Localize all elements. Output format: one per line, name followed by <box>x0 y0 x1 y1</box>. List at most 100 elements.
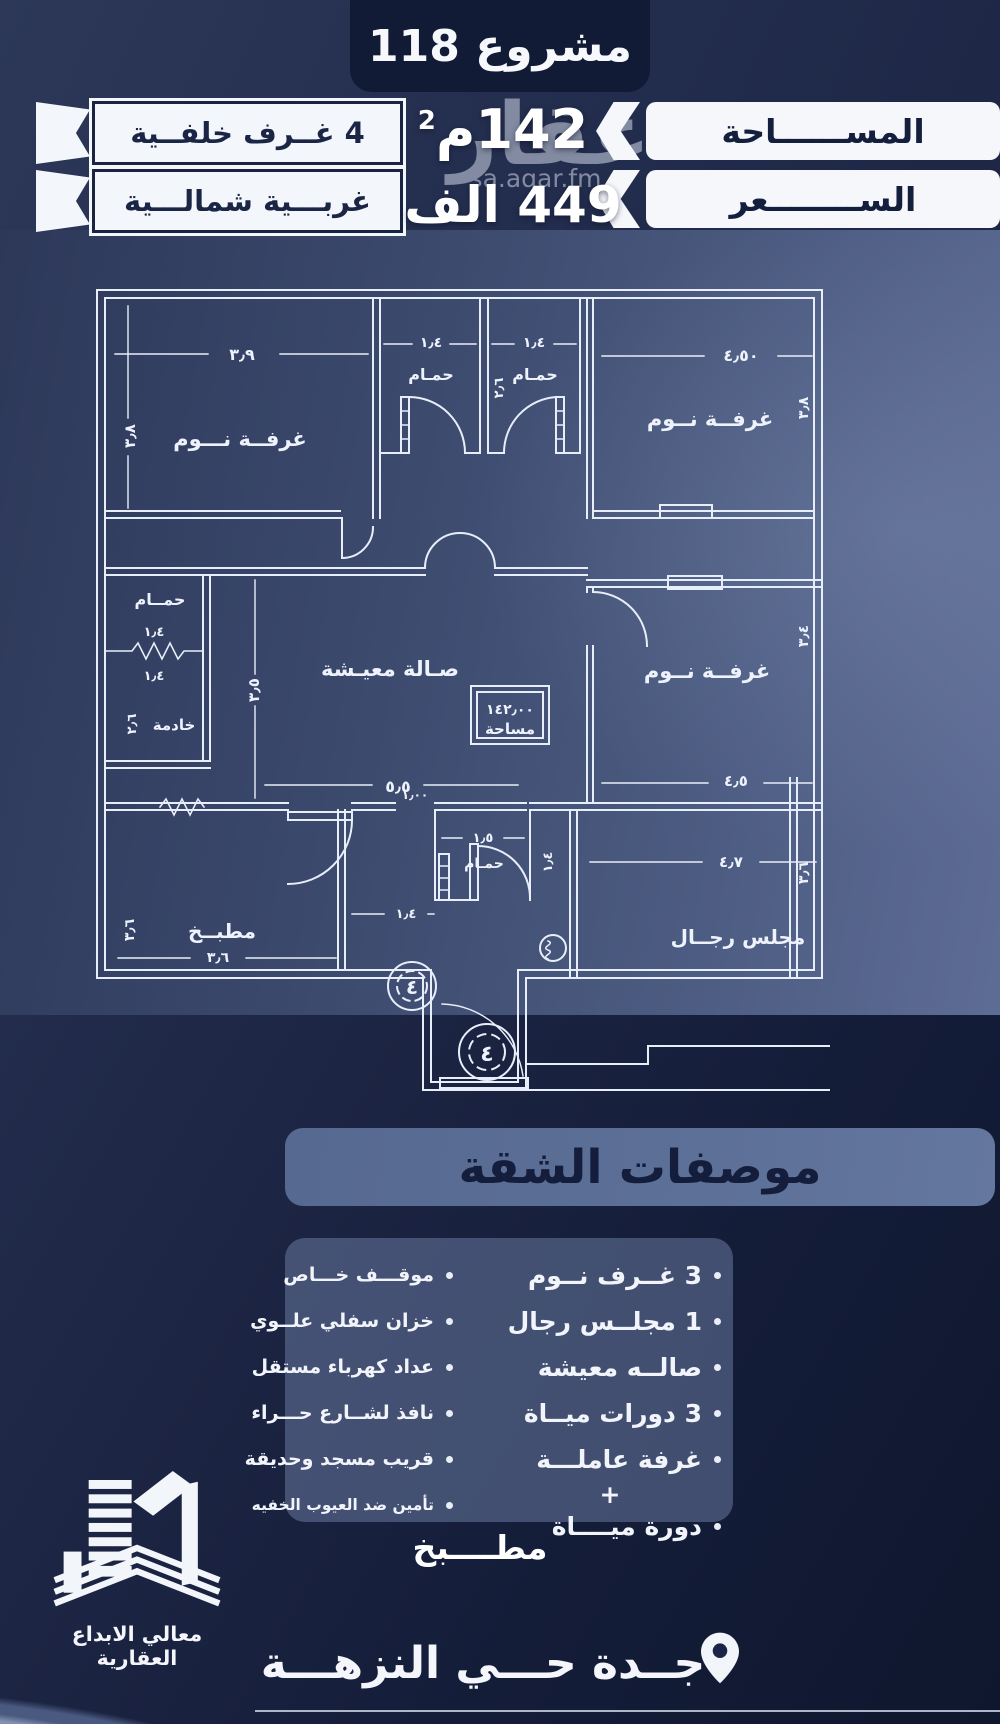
dim-living-height: ٣٫٥ <box>245 678 263 702</box>
room-label-bath-mid-left: حمــام <box>135 590 186 609</box>
room-label-bedroom-top-left: غرفــة نـــوم <box>173 427 307 451</box>
spec-item-label: صالــه معيشة <box>537 1352 702 1382</box>
spec-item: 3 دورات ميــاة <box>499 1390 721 1436</box>
outer-wall-inner <box>104 297 815 1083</box>
room-label-living: صـالة معيـشة <box>321 657 459 681</box>
watermark-site: sa.aqar.fm <box>469 164 602 193</box>
price-unit: الف <box>404 176 500 234</box>
price-value: 449 الف <box>398 176 628 234</box>
dim-bath2-width: ١٫٤ <box>523 335 545 351</box>
dim-bath-lower-height: ١٫٤ <box>541 852 556 873</box>
dim-bath-lower-width: ١٫٥ <box>473 831 494 846</box>
spec-item: دورة ميــــاة <box>499 1506 721 1546</box>
area-unit: م <box>435 98 476 161</box>
badge-rooms: 4 غــرف خلفــية <box>95 104 400 162</box>
spec-item: عداد كهرباء مستقل <box>252 1344 453 1390</box>
dim-maid-height: ٢٫٦ <box>125 714 140 735</box>
bullet-icon <box>714 1271 721 1279</box>
agency-logo: معالي الابداع العقارية <box>28 1446 246 1670</box>
spec-item: صالــه معيشة <box>499 1344 721 1390</box>
spec-item: خزان سفلي علــوي <box>250 1298 453 1344</box>
buildings-icon <box>53 1471 221 1607</box>
bullet-icon <box>714 1522 721 1530</box>
floor-plan-drawing: غرفــة نـــوم حمـام حمـام غرفــة نــوم ح… <box>96 289 831 1091</box>
specs-title-banner: موصفات الشقة <box>285 1128 995 1206</box>
spec-item-label: 3 غــرف نــوم <box>527 1260 702 1290</box>
room-label-bedroom-mid-right: غرفــة نــوم <box>644 659 770 683</box>
dim-bedroom-tr-width: ٤٫٥٠ <box>723 346 758 365</box>
spec-item-label: 3 دورات ميــاة <box>523 1398 702 1428</box>
location-text: جــدة حـــي النزهـــة <box>260 1638 706 1689</box>
dim-bedroom-tl-width: ٣٫٩ <box>229 345 255 364</box>
bullet-icon <box>446 1317 453 1325</box>
dim-bath-ml-2: ١٫٤ <box>144 669 165 684</box>
specs-column-right: 3 غــرف نــوم 1 مجلــس رجال صالــه معيشة… <box>499 1252 721 1546</box>
bullet-icon <box>446 1363 453 1371</box>
room-label-majlis: مجلس رجــال <box>671 925 806 949</box>
spec-item: قريب مسجد وحديقة <box>245 1436 453 1482</box>
room-label-maid: خادمة <box>153 716 196 734</box>
dim-bath1-width: ١٫٤ <box>420 335 442 351</box>
bullet-icon <box>714 1363 721 1371</box>
location-line: جــدة حـــي النزهـــة <box>0 1632 1000 1695</box>
room-label-bedroom-top-right: غرفــة نــوم <box>647 407 773 431</box>
dim-hall-opening: ١٫٠٠ <box>402 788 428 802</box>
project-banner: مشروع 118 <box>350 0 650 92</box>
spec-item-label: غرفة عاملـــة <box>536 1444 702 1474</box>
location-pin-icon <box>701 1632 740 1695</box>
area-number: 142 <box>475 98 589 161</box>
fan-symbol-label: ٤ <box>406 975 418 999</box>
room-label-bath-1: حمـام <box>408 365 453 384</box>
dim-majlis-width: ٤٫٧ <box>719 853 743 871</box>
spec-item-plus: + <box>499 1479 721 1509</box>
spec-item-label: نافذ لشــارع حـــراء <box>251 1402 434 1424</box>
spec-item-label: موقـــف خـــاص <box>283 1264 434 1286</box>
dim-bath-ml-1: ١٫٤ <box>144 625 165 640</box>
spec-item: 1 مجلــس رجال <box>499 1298 721 1344</box>
room-label-kitchen: مطبــخ <box>188 919 256 943</box>
area-stamp-value: ١٤٢٫٠٠ <box>486 702 534 718</box>
price-label-box: الســــــــعر <box>646 170 1000 228</box>
spec-item: 3 غــرف نــوم <box>499 1252 721 1298</box>
bullet-icon <box>446 1409 453 1417</box>
dim-majlis-height: ٣٫٦ <box>796 861 812 884</box>
kitchen-note: مطــــبخ <box>412 1528 548 1567</box>
dim-bedroom-tr-height: ٣٫٨ <box>796 396 812 419</box>
bullet-icon <box>446 1271 453 1279</box>
area-label-box: المســــــاحة <box>646 102 1000 160</box>
dim-bedroom-mr-width: ٤٫٥ <box>724 772 748 790</box>
price-number: 449 <box>517 176 622 234</box>
dim-bedroom-tl-height: ٣٫٨ <box>121 424 139 448</box>
bullet-icon <box>714 1409 721 1417</box>
spec-item-label: عداد كهرباء مستقل <box>251 1356 434 1378</box>
bullet-icon <box>446 1455 453 1463</box>
area-unit-superscript: 2 <box>417 106 436 136</box>
dim-living-width: ٥٫٥ <box>385 777 411 796</box>
spec-item: تأمين ضد العيوب الخفيه <box>252 1482 453 1528</box>
area-stamp-label: مساحة <box>485 720 535 738</box>
dim-kitchen-width: ٣٫٦ <box>207 950 230 966</box>
floor-plan: غرفــة نـــوم حمـام حمـام غرفــة نــوم ح… <box>90 278 831 1093</box>
footer-divider <box>255 1710 1000 1712</box>
dim-hall2-width: ١٫٤ <box>396 907 417 922</box>
dim-bedroom-mr-height: ٣٫٤ <box>796 625 812 647</box>
dim-bath2-height: ٢٫٦ <box>492 378 507 399</box>
specs-column-left: موقـــف خـــاص خزان سفلي علــوي عداد كهر… <box>245 1252 453 1528</box>
spec-item: غرفة عاملـــة <box>499 1436 721 1482</box>
spec-item-label: تأمين ضد العيوب الخفيه <box>251 1496 434 1514</box>
specs-panel: 3 غــرف نــوم 1 مجلــس رجال صالــه معيشة… <box>245 1238 733 1541</box>
room-label-bath-2: حمـام <box>512 365 557 384</box>
background-plan-band <box>0 230 1000 1080</box>
bullet-icon <box>714 1317 721 1325</box>
spec-item: موقـــف خـــاص <box>283 1252 453 1298</box>
fan-symbol-label: ٤ <box>480 1042 493 1067</box>
entry-walkway <box>517 1045 831 1091</box>
area-value: 142م2 <box>408 98 598 161</box>
spec-item: نافذ لشــارع حـــراء <box>251 1390 453 1436</box>
spec-item-label: 1 مجلــس رجال <box>507 1306 702 1336</box>
dim-kitchen-height: ٣٫٦ <box>122 918 138 941</box>
spec-item-label: + <box>599 1479 621 1509</box>
spec-item-label: خزان سفلي علــوي <box>250 1310 434 1332</box>
bullet-icon <box>714 1455 721 1463</box>
